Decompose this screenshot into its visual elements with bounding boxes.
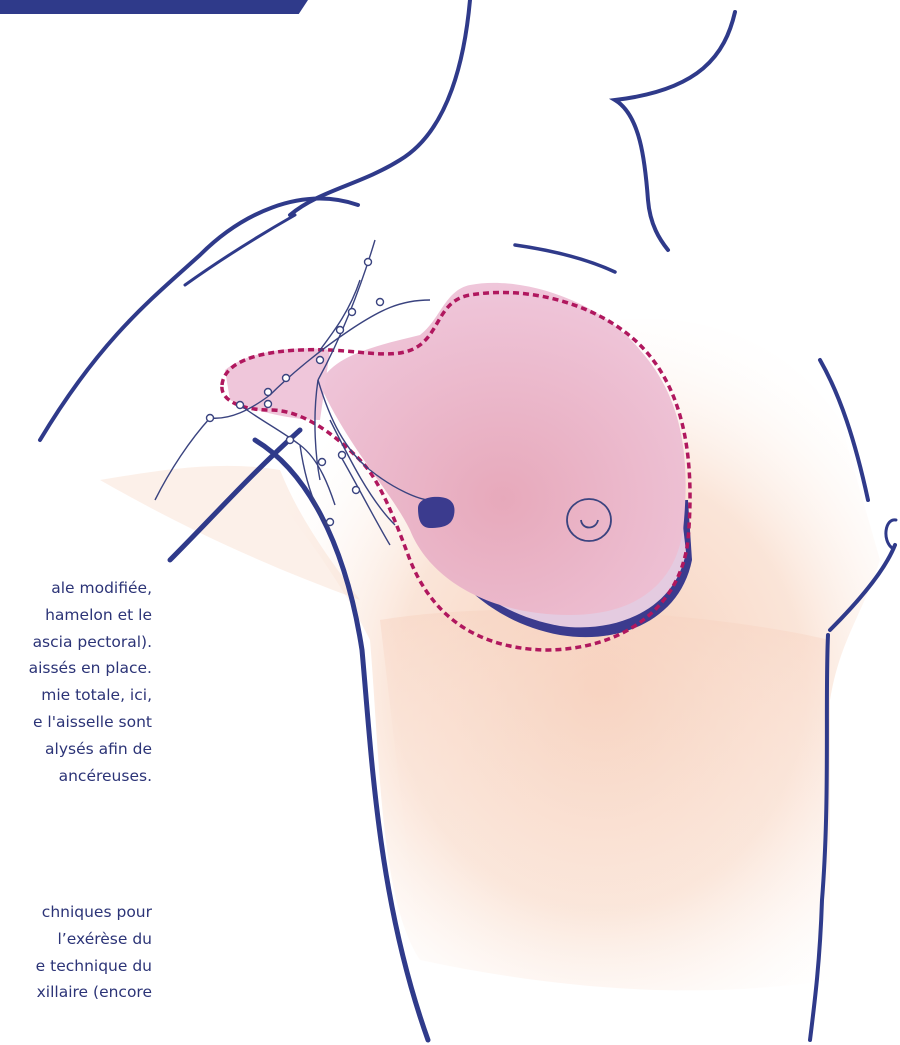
lymph-node-icon <box>377 299 384 306</box>
lymph-node-icon <box>265 401 272 408</box>
description-paragraph: ale modifiée, hamelon et le ascia pector… <box>0 575 152 789</box>
lymph-node-icon <box>265 389 272 396</box>
lymph-node-icon <box>319 459 326 466</box>
lymph-node-icon <box>337 327 344 334</box>
lymph-node-icon <box>339 452 346 459</box>
paragraph-line: hamelon et le <box>0 602 152 629</box>
lymph-node-icon <box>207 415 214 422</box>
lymph-node-icon <box>287 437 294 444</box>
paragraph-line: xillaire (encore <box>0 979 152 1006</box>
lymph-node-icon <box>365 259 372 266</box>
lymph-node-icon <box>237 402 244 409</box>
paragraph-line: l’exérèse du <box>0 926 152 953</box>
paragraph-line: ancéreuses. <box>0 763 152 790</box>
paragraph-line: aissés en place. <box>0 655 152 682</box>
lymph-node-icon <box>327 519 334 526</box>
paragraph-line: chniques pour <box>0 899 152 926</box>
paragraph-line: mie totale, ici, <box>0 682 152 709</box>
lymph-node-icon <box>349 309 356 316</box>
tumor-mark <box>418 497 454 528</box>
paragraph-line: e l'aisselle sont <box>0 709 152 736</box>
lymph-node-icon <box>283 375 290 382</box>
paragraph-line: ale modifiée, <box>0 575 152 602</box>
paragraph-line: ascia pectoral). <box>0 629 152 656</box>
paragraph-line: alysés afin de <box>0 736 152 763</box>
paragraph-line: e technique du <box>0 953 152 980</box>
techniques-paragraph: chniques pour l’exérèse du e technique d… <box>0 899 152 1006</box>
lymph-node-icon <box>353 487 360 494</box>
lymph-node-icon <box>317 357 324 364</box>
